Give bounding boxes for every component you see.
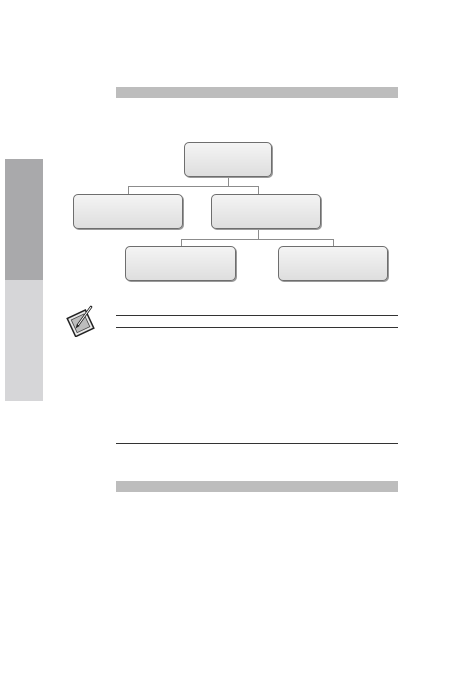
- note-rule-second: [116, 327, 398, 328]
- connector-line: [258, 229, 259, 239]
- note-pencil-icon: [64, 305, 98, 338]
- side-chapter-tab-active: [5, 159, 43, 280]
- note-rule-top: [116, 315, 398, 316]
- connector-line: [228, 177, 229, 186]
- connector-line: [128, 186, 129, 194]
- root-node: [184, 142, 272, 177]
- connector-line: [181, 239, 182, 246]
- section-header-bar: [116, 87, 398, 98]
- level3-node-left: [125, 246, 236, 281]
- connector-line: [333, 239, 334, 246]
- level3-node-right: [278, 246, 388, 281]
- level2-node-right: [211, 194, 321, 229]
- connector-line: [128, 186, 258, 187]
- level2-node-left: [73, 194, 183, 229]
- connector-line: [258, 186, 259, 194]
- note-rule-bottom: [116, 443, 398, 444]
- section-header-bar: [116, 481, 398, 492]
- connector-line: [181, 239, 333, 240]
- note-text: [118, 332, 396, 440]
- side-chapter-tab: [5, 280, 43, 401]
